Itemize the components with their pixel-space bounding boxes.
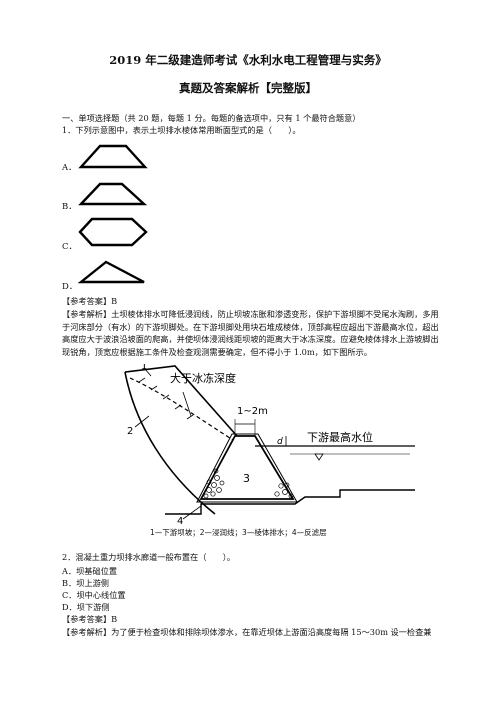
q2-stem: 2．混凝土重力坝排水廊道一般布置在（ ）。: [62, 552, 236, 562]
q1-stem: 1．下列示意图中，表示土坝排水棱体常用断面型式的是（ ）。: [62, 125, 301, 135]
phreatic-line: [129, 377, 234, 441]
prism-drainage-figure: 大于冰冻深度 1~2m 下游最高水位 d 1 2 3 4: [124, 364, 415, 524]
q2-analysis: 【参考解析】为了便于检查坝体和排除坝体渗水，在靠近坝体上游面沿高度每隔 15～3…: [62, 627, 432, 637]
q2-answer: 【参考答案】B: [62, 614, 118, 624]
q1-option-a-shape: [78, 144, 148, 169]
q1-answer: 【参考答案】B: [62, 296, 118, 306]
label-num-4: 4: [177, 516, 183, 524]
q1-option-b-label: B．: [62, 202, 77, 212]
q1-option-d-label: D．: [62, 282, 78, 292]
figure-caption: 1—下游坝坡；2—浸润线；3—棱体排水；4—反滤层: [150, 528, 327, 537]
label-num-1: 1: [141, 364, 147, 372]
label-downstream-water: 下游最高水位: [307, 430, 373, 444]
q2-option-c: C．坝中心线位置: [62, 590, 126, 600]
label-d: d: [277, 437, 283, 447]
water-level-marker-icon: [314, 453, 324, 461]
document-subtitle: 真题及答案解析【完整版】: [179, 81, 317, 95]
q1-option-d-shape: [78, 260, 145, 284]
label-num-3: 3: [243, 472, 250, 485]
label-frost-depth: 大于冰冻深度: [170, 371, 236, 385]
section-heading: 一、单项选择题（共 20 题，每题 1 分。每题的备选项中，只有 1 个最符合题…: [62, 113, 361, 123]
label-top-width: 1~2m: [237, 406, 268, 417]
ground-line: [165, 489, 415, 515]
q1-option-c-label: C．: [62, 242, 78, 252]
label-num-2: 2: [127, 426, 133, 437]
q2-option-b: B．坝上游侧: [62, 578, 109, 588]
q2-option-d: D．坝下游侧: [62, 602, 110, 612]
q1-option-c-shape: [78, 217, 148, 247]
q1-option-a-label: A．: [62, 163, 77, 173]
downstream-slope: [124, 365, 238, 437]
gravel: [203, 468, 294, 499]
document-title: 2019 年二级建造师考试《水利水电工程管理与实务》: [109, 53, 387, 67]
q1-analysis: 【参考解析】土坝棱体排水可降低浸润线，防止坝坡冻胀和渗透变形，保护下游坝脚不受尾…: [62, 309, 439, 357]
q2-option-a: A．坝基础位置: [62, 566, 118, 576]
filter-layer: [196, 433, 298, 503]
q1-option-b-shape: [78, 182, 148, 206]
